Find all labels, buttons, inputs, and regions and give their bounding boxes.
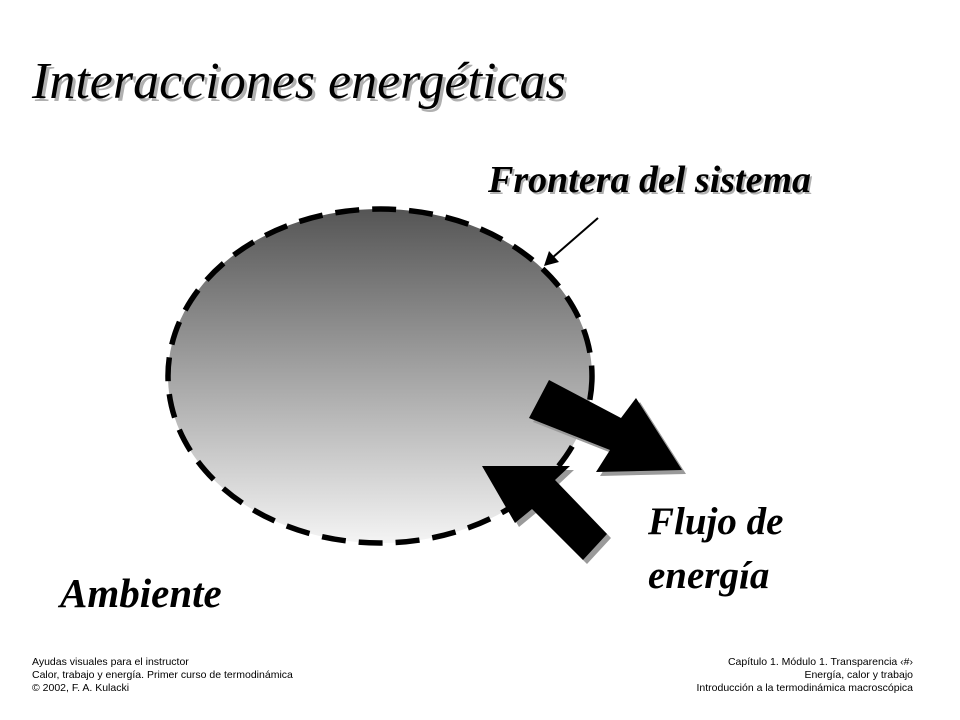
footer-left: Ayudas visuales para el instructor Calor… <box>32 656 293 695</box>
footer-right-line: Energía, calor y trabajo <box>804 669 913 681</box>
outgoing-energy-arrow <box>529 380 682 472</box>
energy-flow-label-line2: energía <box>648 554 770 597</box>
energy-flow-label-line1: Flujo de <box>648 500 784 543</box>
footer-right: Capítulo 1. Módulo 1. Transparencia ‹#› … <box>696 656 913 695</box>
boundary-pointer-arrowhead <box>544 251 559 266</box>
system-boundary-label: Frontera del sistema <box>488 159 812 201</box>
footer-left-line: Calor, trabajo y energía. Primer curso d… <box>32 669 293 681</box>
footer-right-line: Introducción a la termodinámica macroscó… <box>696 682 913 694</box>
footer-left-line: Ayudas visuales para el instructor <box>32 656 189 668</box>
energy-flow-label: Flujo de energía <box>648 495 783 603</box>
footer-left-line: © 2002, F. A. Kulacki <box>32 682 130 694</box>
slide-title: Interacciones energéticas <box>32 53 566 110</box>
footer-right-line: Capítulo 1. Módulo 1. Transparencia ‹#› <box>727 656 913 668</box>
surroundings-label: Ambiente <box>60 570 222 616</box>
incoming-energy-arrow <box>482 466 607 560</box>
boundary-pointer-line <box>551 217 599 259</box>
system-boundary <box>165 206 595 546</box>
system-region <box>168 209 592 543</box>
